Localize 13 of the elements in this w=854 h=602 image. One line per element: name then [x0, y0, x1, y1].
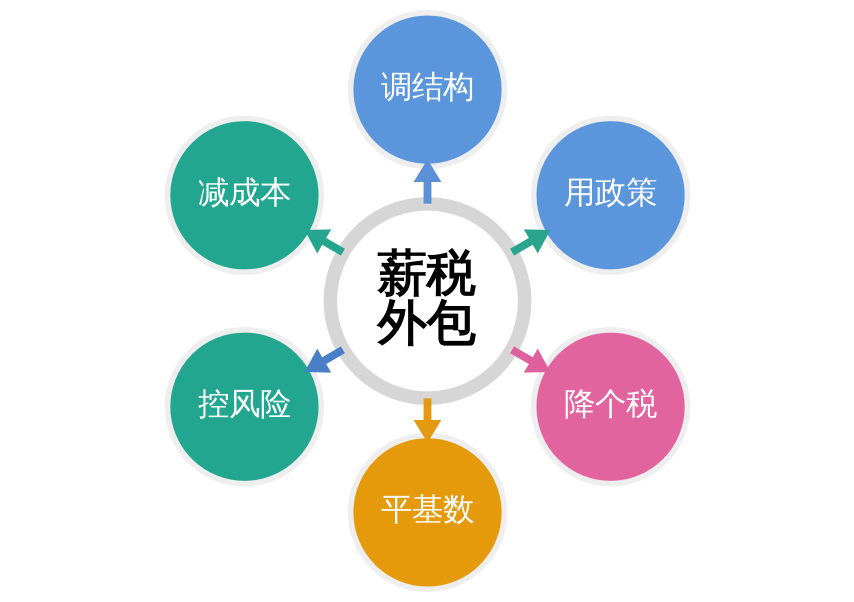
node-circle: 调结构	[347, 10, 507, 170]
arrow	[510, 346, 550, 373]
arrow	[413, 398, 441, 443]
node-circle: 减成本	[164, 116, 324, 276]
node-circle: 用政策	[530, 116, 690, 276]
node-circle: 薪税外包	[323, 197, 531, 405]
arrow	[304, 346, 344, 373]
arrow	[413, 159, 441, 204]
node-circle: 控风险	[164, 326, 324, 486]
node-circle: 平基数	[347, 432, 507, 592]
arrow	[304, 229, 344, 256]
arrow	[510, 229, 550, 256]
node-circle: 降个税	[530, 326, 690, 486]
